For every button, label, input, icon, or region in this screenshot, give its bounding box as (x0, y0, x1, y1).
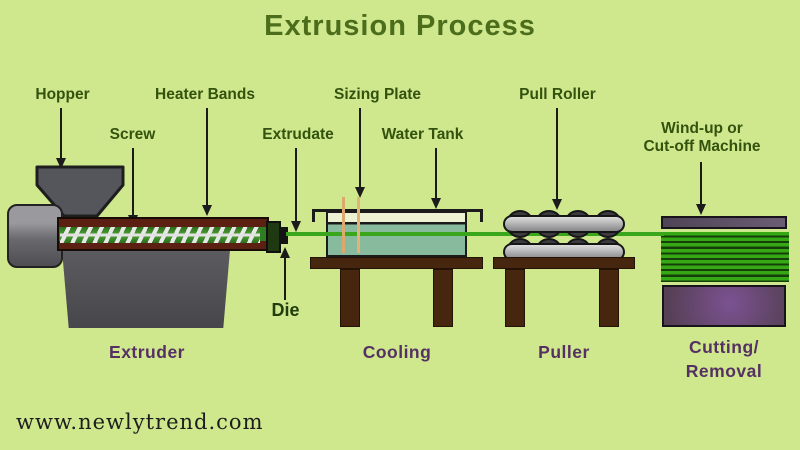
sizing-plate-line (342, 197, 345, 253)
pull-roller-arrow (551, 108, 562, 210)
sizing-plate-line (357, 197, 360, 253)
label-pull-roller: Pull Roller (519, 86, 596, 103)
stage-label-cutting: Cutting/ Removal (685, 337, 763, 381)
hopper-arrow (55, 108, 66, 169)
label-water-tank: Water Tank (381, 126, 464, 143)
tank-rim-hook-right (480, 209, 483, 222)
die-block (279, 227, 288, 244)
screw-arrow (127, 148, 138, 226)
label-windup: Wind-up or Cut-off Machine (643, 120, 761, 155)
water-tank-arrow (430, 148, 441, 209)
tank-rim-hook-left (312, 209, 315, 222)
stage-label-puller: Puller (538, 342, 590, 362)
windup-arrow (695, 162, 706, 215)
tank-rim (312, 209, 483, 212)
windup-coil (661, 232, 789, 282)
puller-table-top (493, 257, 635, 269)
cooling-table-top (310, 257, 483, 269)
cooling-table-leg (340, 269, 360, 327)
stage-label-extruder: Extruder (109, 342, 185, 362)
puller-table-leg (599, 269, 619, 327)
extrudate-line (286, 232, 664, 236)
heater-bands-arrow (201, 108, 212, 216)
cooling-table-leg (433, 269, 453, 327)
label-sizing-plate: Sizing Plate (334, 86, 421, 103)
watermark: www.newlytrend.com (16, 410, 264, 434)
die-arrow (279, 247, 290, 300)
windup-base-block (662, 285, 786, 327)
screw-shape (60, 227, 260, 243)
extruder-base (62, 250, 230, 328)
puller-roller-top (503, 210, 625, 238)
label-die: Die (271, 300, 300, 320)
sizing-plate-arrow (354, 108, 365, 198)
extruder-motor (7, 204, 63, 268)
puller-table-leg (505, 269, 525, 327)
diagram-title: Extrusion Process (264, 10, 536, 42)
label-screw: Screw (109, 126, 156, 143)
label-heater-bands: Heater Bands (155, 86, 255, 103)
stage-label-cooling: Cooling (362, 342, 432, 362)
label-extrudate: Extrudate (262, 126, 334, 143)
label-hopper: Hopper (35, 86, 90, 103)
windup-top-bar (661, 216, 787, 229)
hopper-shape (35, 165, 125, 218)
extrudate-arrow (290, 148, 301, 232)
